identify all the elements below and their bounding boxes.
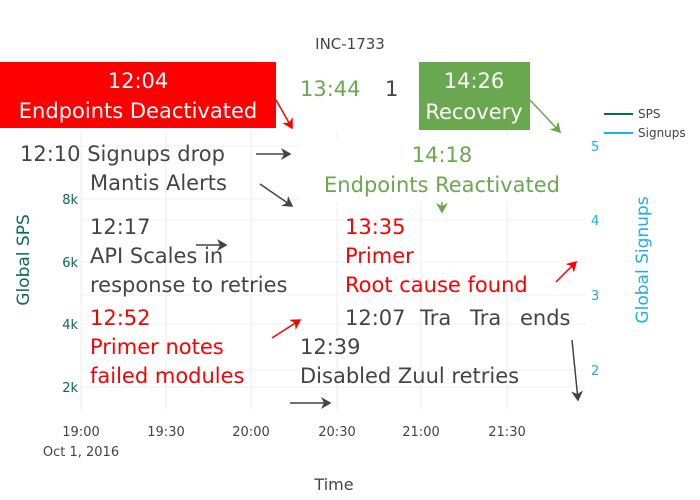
x-tick: 20:00 [232,425,269,440]
annotation-text: Endpoints Deactivated [19,99,257,123]
annotation-text: 13:35 [345,215,406,239]
annotation-recovery: 14:26 Recovery [419,62,530,130]
annotation-text: 12:17 [90,215,151,239]
y-axis-title: Global SPS [14,214,34,305]
annotation-arrows-red [271,99,578,339]
y2-tick: 5 [591,140,599,155]
annotation-text: 12:04 [108,69,169,93]
annotation-text: API Scales in [90,244,223,268]
annotation-arrows-dark [196,148,584,409]
annotation-zuul: 12:39 Disabled Zuul retries [300,335,519,388]
annotation-text: 14:18 [412,143,473,167]
y-tick: 4k [62,318,78,333]
y-tick: 2k [62,381,78,396]
annotation-arrows-green [436,99,562,214]
annotation-text: 12:52 [90,306,151,330]
x-tick: 20:30 [318,425,355,440]
annotation-deactivated: 12:04 Endpoints Deactivated [0,62,276,128]
annotation-signups-drop: 12:10 Signups drop [20,142,225,166]
x-tick: 19:30 [147,425,184,440]
annotation-text: Primer notes [90,335,224,359]
annotation-trends: 12:07 Tra Tra ends [345,306,571,330]
annotation-primer-notes: 12:52 Primer notes failed modules [90,306,245,388]
y-tick: 6k [62,256,78,271]
annotation-text: Root cause found [345,273,528,297]
annotation-api-scales: 12:17 API Scales in response to retries [90,215,287,297]
annotation-text: Tra [419,306,451,330]
x-axis-title: Time [313,475,353,494]
annotation-root-cause: 13:35 Primer Root cause found [345,215,528,297]
x-tick: 21:00 [402,425,439,440]
legend-label: SPS [638,107,660,121]
annotation-text: Recovery [425,100,522,124]
chart-title: INC-1733 [315,35,385,53]
annotation-text: 12:39 [300,335,361,359]
annotation-text: 12:07 [345,306,406,330]
legend-item-signups[interactable]: Signups [604,126,686,140]
annotation-text: Disabled Zuul retries [300,364,519,388]
annotation-text: failed modules [90,364,245,388]
x-tick: 19:00 [62,425,99,440]
y2-tick: 3 [591,289,599,304]
annotation-reactivated: 14:18 Endpoints Reactivated [300,138,586,202]
x-date-label: Oct 1, 2016 [43,445,119,460]
annotation-text: 14:26 [444,69,505,93]
legend-item-sps[interactable]: SPS [604,107,660,121]
annotation-text: Primer [345,244,414,268]
x-tick: 21:30 [488,425,525,440]
y2-tick: 4 [591,214,599,229]
y2-axis-title: Global Signups [633,196,653,323]
annotation-text: response to retries [90,273,287,297]
annotation-text: ends [520,306,571,330]
annotation-1344: 13:44 [300,77,361,101]
annotation-text: Endpoints Reactivated [324,173,560,197]
y2-tick: 2 [591,364,599,379]
legend: SPS Signups [604,107,686,140]
annotation-mantis-alerts: Mantis Alerts [90,171,227,195]
legend-label: Signups [638,126,686,140]
y-tick: 8k [62,193,78,208]
annotation-trends-fragment: 1 [385,77,398,101]
annotation-text: Tra [469,306,501,330]
